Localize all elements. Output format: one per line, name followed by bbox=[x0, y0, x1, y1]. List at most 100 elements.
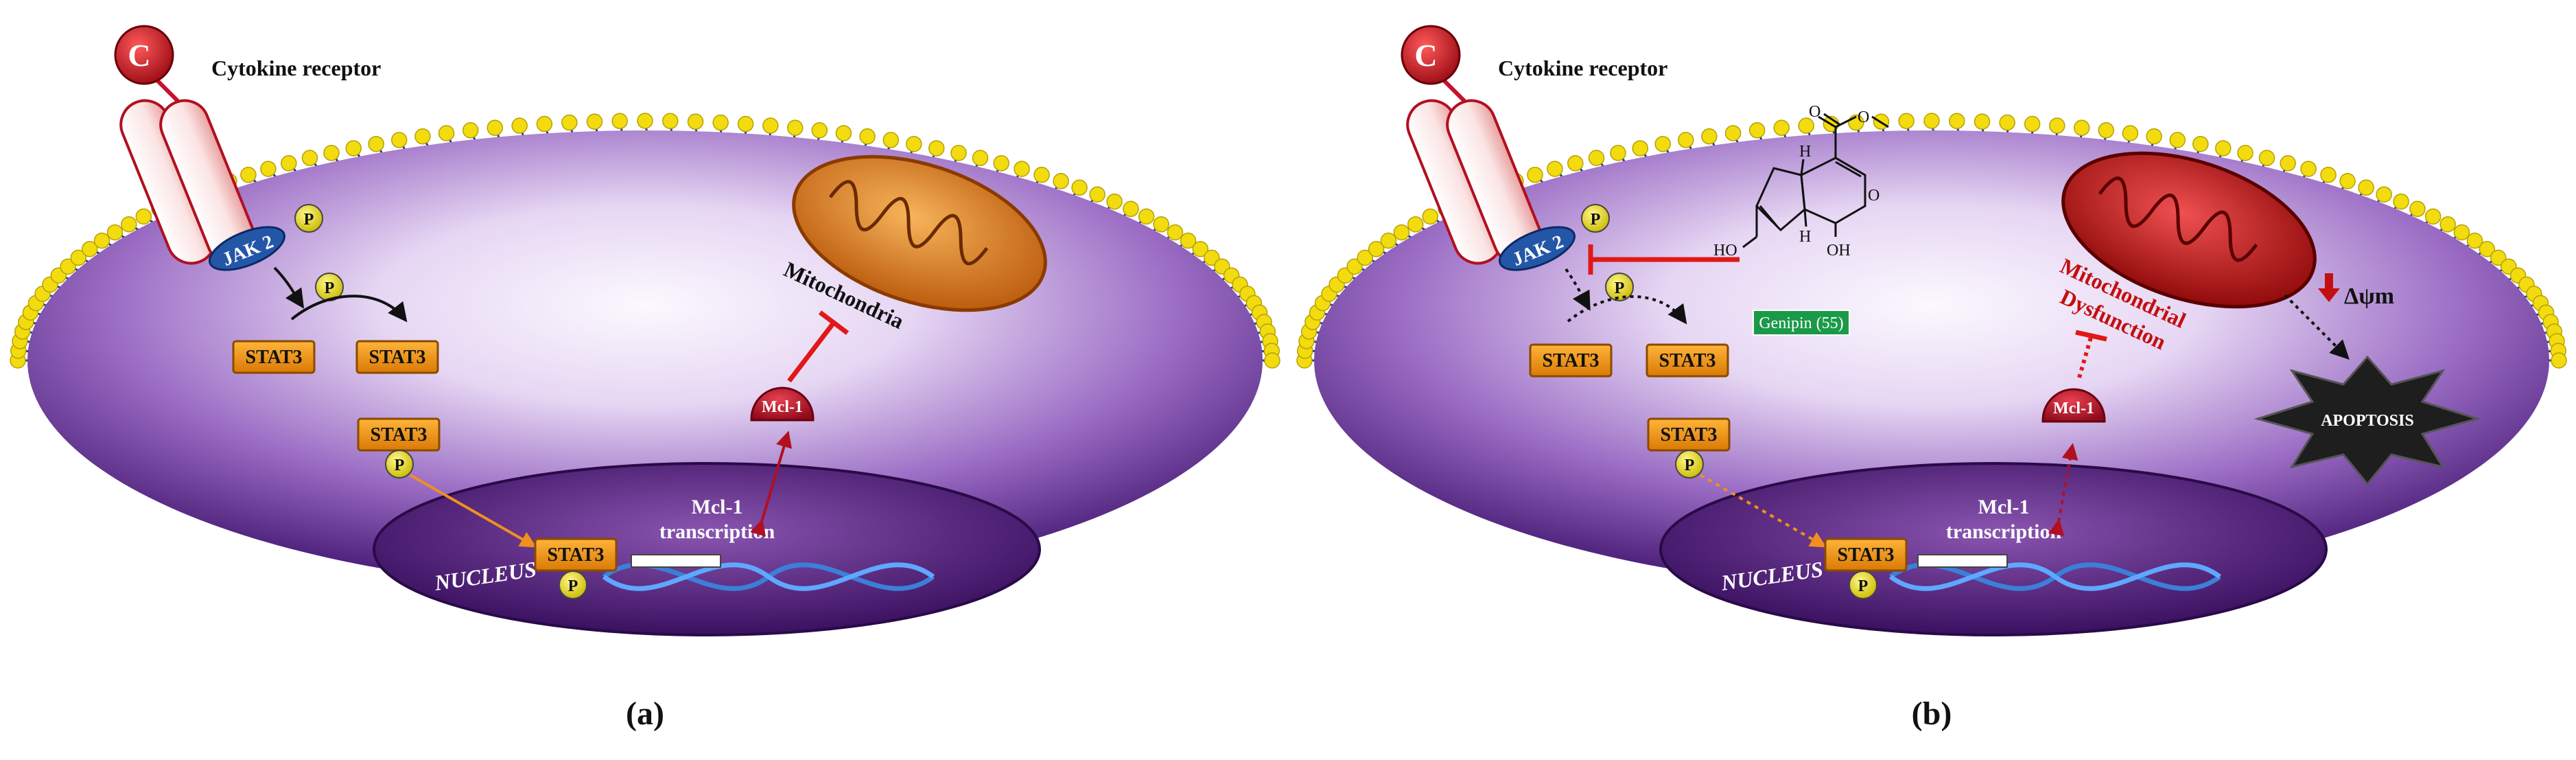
lipid-head bbox=[1949, 113, 1965, 130]
genipin-structure bbox=[1742, 113, 1889, 249]
apoptosis-label: APOPTOSIS bbox=[2321, 412, 2414, 430]
phospho-nucleus-label: P bbox=[568, 577, 578, 595]
lipid-head bbox=[2551, 352, 2567, 369]
atom-label: H bbox=[1799, 143, 1811, 161]
transcription-label-line1: Mcl-1 bbox=[1978, 496, 2030, 518]
caption-b: (b) bbox=[1912, 695, 1952, 732]
lipid-head bbox=[93, 232, 110, 249]
lipid-head bbox=[2439, 216, 2456, 233]
lipid-head bbox=[1632, 140, 1648, 157]
stat3-label-4: STAT3 bbox=[548, 544, 605, 566]
arrow-stat-to-stat bbox=[290, 295, 408, 323]
lipid-head bbox=[1748, 122, 1766, 139]
inhibit-mcl1-to-mito bbox=[787, 321, 836, 383]
stat3-label-2: STAT3 bbox=[1659, 350, 1716, 371]
lipid-head bbox=[2453, 224, 2470, 241]
lipid-head bbox=[1071, 179, 1088, 196]
lipid-head bbox=[1368, 241, 1385, 257]
lipid-head bbox=[135, 208, 152, 225]
lipid-head bbox=[390, 132, 408, 148]
lipid-head bbox=[1167, 224, 1184, 241]
lipid-head bbox=[1923, 113, 1940, 129]
stat3-label-3: STAT3 bbox=[1661, 424, 1718, 446]
lipid-head bbox=[1089, 186, 1105, 203]
lipid-head bbox=[1407, 216, 1424, 233]
potential-label: Δψm bbox=[2344, 284, 2394, 309]
phospho-free-label: P bbox=[1615, 279, 1625, 297]
stat3-box-3: STAT3 bbox=[357, 417, 441, 452]
mcl1-protein: Mcl-1 bbox=[750, 387, 815, 422]
stat3-box-4: STAT3 bbox=[1824, 538, 1908, 572]
genipin-label-box: Genipin (55) bbox=[1753, 310, 1850, 336]
phospho-jak: P bbox=[294, 204, 323, 233]
atom-label: O bbox=[1809, 103, 1820, 121]
caption-a: (a) bbox=[626, 695, 664, 732]
stat3-label-1: STAT3 bbox=[1543, 350, 1600, 371]
lipid-head bbox=[260, 161, 277, 177]
lipid-head bbox=[561, 114, 578, 131]
lipid-head bbox=[1014, 161, 1030, 177]
lipid-head bbox=[1773, 119, 1790, 136]
lipid-head bbox=[121, 216, 137, 233]
stat3-box-1: STAT3 bbox=[1529, 343, 1613, 378]
phospho-stat3: P bbox=[1675, 450, 1704, 479]
genipin-label: Genipin (55) bbox=[1759, 314, 1843, 332]
arrow-transcription-to-mcl1 bbox=[750, 430, 793, 537]
transcription-label-line1: Mcl-1 bbox=[692, 496, 743, 518]
panel-b: NUCLEUS Mcl-1 transcription C Cytokine r… bbox=[1296, 25, 2567, 732]
phospho-free-label: P bbox=[325, 279, 335, 297]
dna-helix bbox=[602, 554, 935, 591]
atom-label: O bbox=[1858, 108, 1869, 126]
inhibit-bar-a bbox=[818, 310, 850, 335]
phospho-jak-label: P bbox=[304, 211, 314, 229]
phospho-jak: P bbox=[1581, 204, 1610, 233]
phospho-jak-label: P bbox=[1591, 211, 1601, 229]
lipid-head bbox=[786, 119, 804, 136]
lipid-head bbox=[993, 155, 1009, 172]
transcription-label-line2: transcription bbox=[659, 520, 775, 543]
dna-helix bbox=[1888, 554, 2222, 591]
lipid-head bbox=[1677, 132, 1694, 148]
lipid-head bbox=[345, 140, 362, 157]
down-arrow-icon bbox=[2318, 273, 2340, 302]
lipid-head bbox=[462, 122, 479, 139]
mitochondria bbox=[792, 154, 1047, 312]
lipid-head bbox=[368, 135, 384, 152]
cytokine-glyph: C bbox=[1414, 38, 1437, 73]
lipid-head bbox=[1567, 155, 1584, 172]
lipid-head bbox=[1610, 145, 1626, 161]
lipid-head bbox=[1393, 224, 1410, 241]
lipid-head bbox=[1153, 216, 1169, 233]
lipid-head bbox=[662, 113, 679, 130]
nucleus: NUCLEUS Mcl-1 transcription bbox=[1659, 462, 2328, 636]
arrow-transcription-to-mcl1 bbox=[2048, 443, 2079, 537]
lipid-head bbox=[1798, 117, 1814, 134]
lipid-head bbox=[1204, 249, 1220, 266]
mitochondria-dysfunctional bbox=[2061, 151, 2317, 309]
atom-label: H bbox=[1799, 228, 1811, 246]
lipid-head bbox=[240, 166, 257, 183]
lipid-head bbox=[1357, 249, 1373, 266]
lipid-head bbox=[882, 132, 900, 148]
mcl1-protein: Mcl-1 bbox=[2041, 388, 2106, 423]
lipid-head bbox=[928, 140, 945, 157]
lipid-head bbox=[81, 241, 98, 257]
stat3-label-4: STAT3 bbox=[1838, 544, 1895, 566]
lipid-head bbox=[1701, 128, 1718, 145]
atom-label: HO bbox=[1713, 242, 1737, 260]
lipid-head bbox=[2376, 186, 2392, 203]
lipid-head bbox=[637, 113, 653, 129]
stat3-label-1: STAT3 bbox=[246, 347, 303, 368]
cytokine-ligand: C bbox=[1401, 25, 1461, 85]
lipid-head bbox=[2169, 132, 2186, 148]
lipid-head bbox=[2146, 128, 2162, 145]
lipid-head bbox=[536, 115, 553, 133]
lipid-head bbox=[2122, 125, 2139, 141]
lipid-head bbox=[2409, 200, 2426, 218]
stat3-box-1: STAT3 bbox=[232, 340, 316, 374]
lipid-head bbox=[1033, 166, 1050, 183]
lipid-head bbox=[1380, 232, 1397, 249]
lipid-head bbox=[2393, 193, 2409, 210]
lipid-head bbox=[2280, 155, 2296, 172]
